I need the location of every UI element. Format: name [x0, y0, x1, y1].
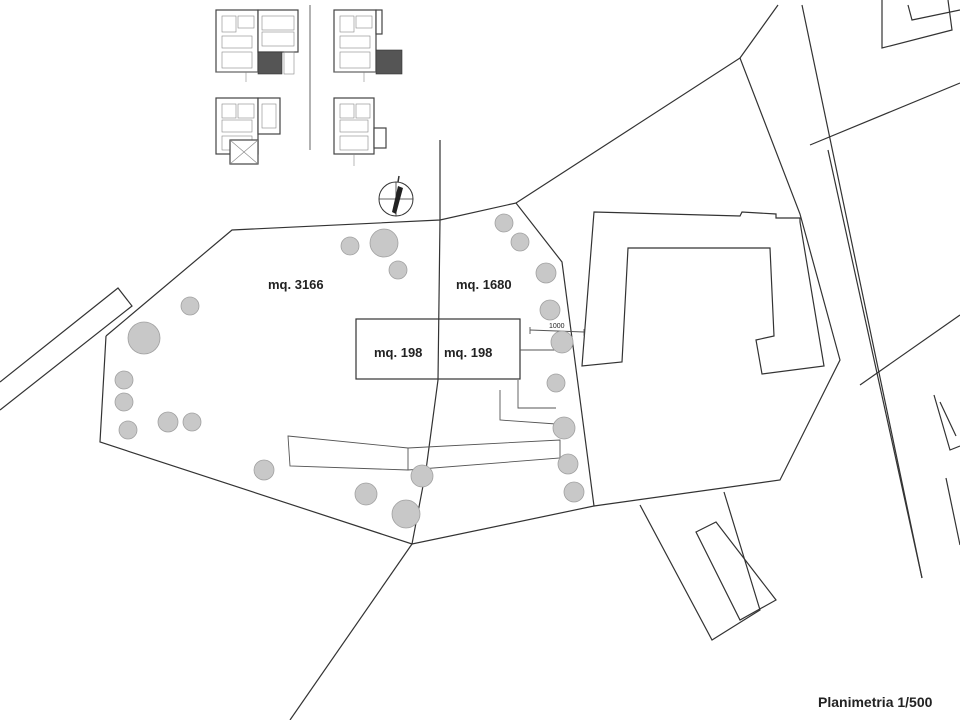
tree	[535, 262, 557, 284]
floor-plan-upper-west	[215, 97, 281, 165]
tree	[539, 299, 561, 321]
tree	[550, 330, 574, 354]
tree	[391, 499, 421, 529]
tree	[127, 321, 161, 355]
area-label-house-west: mq. 198	[374, 345, 422, 360]
tree	[557, 453, 579, 475]
tree	[494, 213, 514, 233]
area-label-west-parcel: mq. 3166	[268, 277, 324, 292]
tree	[388, 260, 408, 280]
area-label-east-parcel: mq. 1680	[456, 277, 512, 292]
tree	[340, 236, 360, 256]
tree	[510, 232, 530, 252]
dimension-label: 1000	[549, 323, 565, 330]
plan-title: Planimetria 1/500	[818, 694, 933, 710]
floor-plan-thumbnails	[215, 9, 403, 166]
tree	[114, 370, 134, 390]
lower-right-building	[695, 521, 777, 621]
tree	[118, 420, 138, 440]
tree	[369, 228, 399, 258]
tree	[114, 392, 134, 412]
tree	[354, 482, 378, 506]
tree	[546, 373, 566, 393]
tree	[410, 464, 434, 488]
north-arrow-icon	[378, 175, 414, 217]
tree	[563, 481, 585, 503]
tree	[157, 411, 179, 433]
floor-plan-ground-west	[215, 9, 299, 82]
tree	[253, 459, 275, 481]
floor-plan-upper-east	[333, 97, 387, 166]
house-footprint	[355, 318, 521, 380]
tree	[182, 412, 202, 432]
floor-plan-ground-east	[333, 9, 403, 82]
tree	[180, 296, 200, 316]
area-label-house-east: mq. 198	[444, 345, 492, 360]
trees	[114, 213, 585, 529]
neighbour-building	[581, 211, 825, 375]
tree	[552, 416, 576, 440]
